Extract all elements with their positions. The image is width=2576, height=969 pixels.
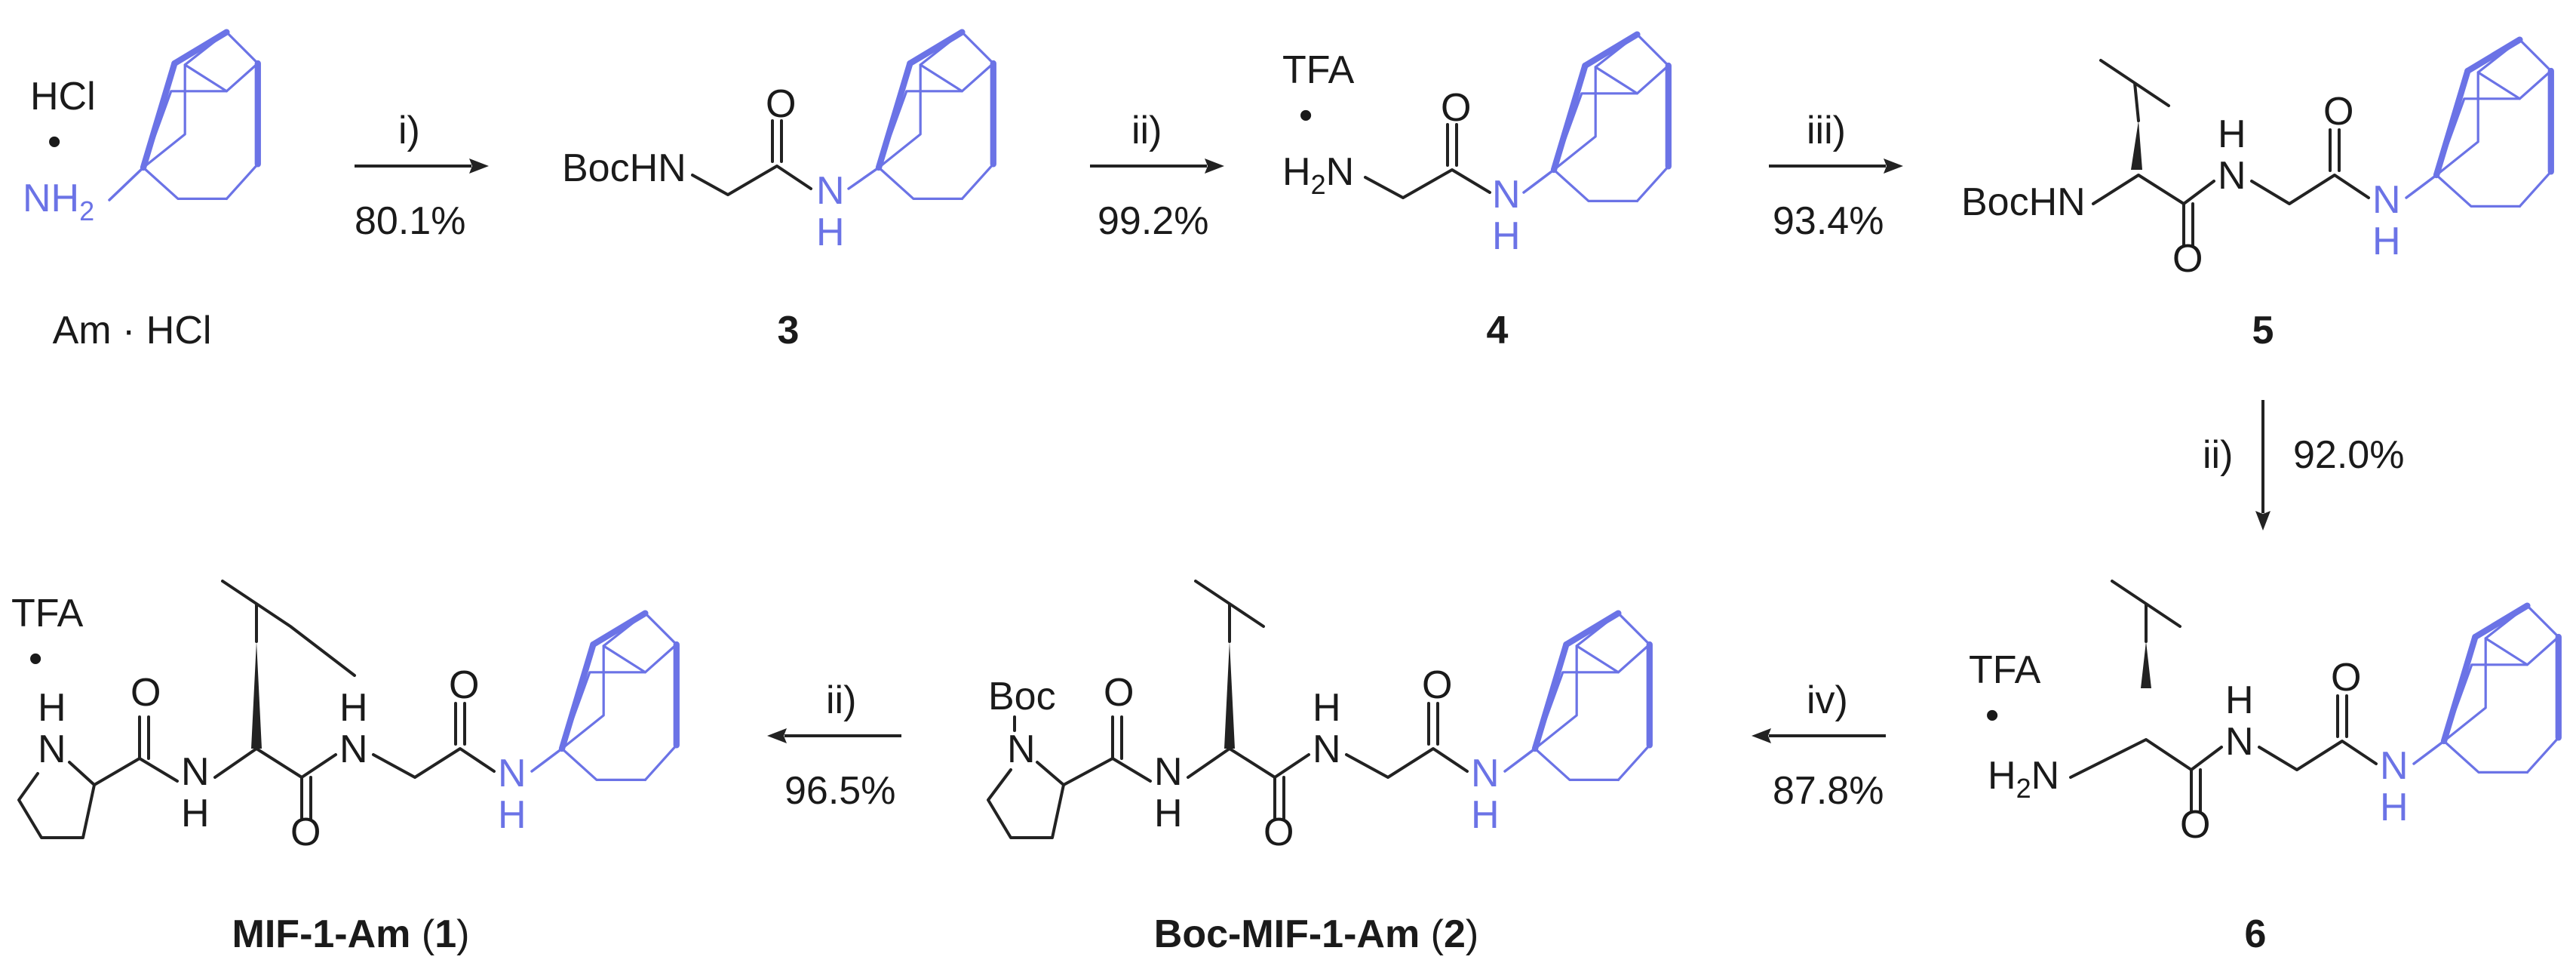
amide-h: H bbox=[1492, 214, 1521, 258]
reaction-arrow-1: i) 80.1% bbox=[355, 109, 489, 243]
compound-label-am-hcl: Am · HCl bbox=[53, 309, 212, 352]
tfa-label: TFA bbox=[1282, 48, 1355, 92]
salt-dot: • bbox=[48, 120, 61, 164]
amide-n-3: N bbox=[1471, 752, 1500, 795]
amide-n: N bbox=[1492, 173, 1521, 217]
carbonyl-o: O bbox=[1441, 86, 1471, 130]
reagent-step-4: ii) bbox=[2203, 433, 2233, 477]
amide-n-2: N bbox=[2372, 178, 2401, 222]
compound-label-4: 4 bbox=[1487, 309, 1509, 352]
amide-n-1: N bbox=[181, 750, 210, 794]
amide-h-1: H bbox=[2218, 112, 2246, 156]
amide-h-1: H bbox=[1154, 792, 1183, 835]
carbonyl-o-1: O bbox=[1104, 671, 1134, 715]
h2n-label: H2N bbox=[1988, 754, 2059, 804]
reagent-step-6: ii) bbox=[826, 678, 856, 722]
pyrrolidine-n: N bbox=[1007, 728, 1036, 771]
hcl-label: HCl bbox=[30, 75, 96, 118]
amide-n-1: N bbox=[2218, 154, 2246, 198]
boc-label: Boc bbox=[988, 675, 1056, 718]
carbonyl-o-2: O bbox=[2331, 656, 2361, 700]
reagent-step-3: iii) bbox=[1807, 109, 1846, 152]
carbonyl-o-1: O bbox=[2180, 803, 2210, 847]
carbonyl-o-2: O bbox=[290, 811, 321, 854]
compound-label-5: 5 bbox=[2252, 309, 2274, 352]
compound-4: TFA • H2N O N H 4 bbox=[1282, 35, 1669, 352]
tfa-label: TFA bbox=[11, 592, 84, 635]
h2n-label: H2N bbox=[1282, 150, 1354, 200]
compound-am-hcl: HCl • NH2 Am · HCl bbox=[23, 32, 258, 352]
reaction-arrow-2: ii) 99.2% bbox=[1090, 109, 1224, 243]
amide-n-1: N bbox=[2225, 720, 2254, 764]
carbonyl-o-1: O bbox=[130, 671, 161, 715]
yield-step-5: 87.8% bbox=[1773, 769, 1884, 813]
yield-step-2: 99.2% bbox=[1098, 199, 1208, 243]
amide-h-2: H bbox=[339, 686, 368, 730]
reaction-arrow-4: ii) 92.0% bbox=[2203, 400, 2404, 531]
reagent-step-1: i) bbox=[398, 109, 420, 152]
amine-label: NH2 bbox=[23, 177, 94, 226]
amide-h-3: H bbox=[498, 793, 527, 837]
amide-h-2: H bbox=[2372, 220, 2401, 263]
compound-label-3: 3 bbox=[778, 309, 800, 352]
amide-h-1: H bbox=[181, 792, 210, 835]
amide-h-1: H bbox=[2225, 678, 2254, 722]
reagent-step-5: iv) bbox=[1807, 678, 1848, 722]
compound-label-2: Boc-MIF-1-Am (2) bbox=[1154, 912, 1478, 956]
yield-step-6: 96.5% bbox=[784, 769, 895, 813]
bochn-label: BocHN bbox=[562, 146, 686, 190]
compound-label-6: 6 bbox=[2245, 912, 2267, 956]
salt-dot: • bbox=[1985, 694, 1999, 737]
compound-label-1: MIF-1-Am (1) bbox=[232, 912, 470, 956]
pyrrolidine-h: H bbox=[38, 686, 66, 730]
salt-dot: • bbox=[1299, 94, 1313, 137]
yield-step-3: 93.4% bbox=[1773, 199, 1884, 243]
carbonyl-o-3: O bbox=[1422, 663, 1452, 707]
amide-n: N bbox=[816, 169, 845, 213]
reaction-arrow-5: iv) 87.8% bbox=[1752, 678, 1886, 813]
amide-n-2: N bbox=[2380, 744, 2409, 788]
carbonyl-o: O bbox=[766, 82, 796, 126]
compound-5: BocHN O H N O N H 5 bbox=[1961, 40, 2551, 352]
carbonyl-o-1: O bbox=[2172, 237, 2203, 281]
amide-n-2: N bbox=[1313, 728, 1341, 771]
reagent-step-2: ii) bbox=[1131, 109, 1162, 152]
amide-n-1: N bbox=[1154, 750, 1183, 794]
carbonyl-o-2: O bbox=[1263, 811, 1294, 854]
compound-3: BocHN O N H 3 bbox=[562, 32, 993, 352]
amide-h-2: H bbox=[1313, 686, 1341, 730]
adamantyl-cage bbox=[143, 32, 258, 199]
compound-1: TFA • H N O N H O H N O N H MIF-1-Am (1) bbox=[11, 580, 677, 956]
salt-dot: • bbox=[29, 637, 42, 681]
amide-n-3: N bbox=[498, 752, 527, 795]
amide-h-2: H bbox=[2380, 786, 2409, 829]
carbonyl-o-3: O bbox=[449, 663, 479, 707]
reaction-arrow-6: ii) 96.5% bbox=[767, 678, 901, 813]
compound-2: Boc N O N H O H N O N H Boc-MIF-1-Am (2) bbox=[987, 580, 1650, 956]
amide-h: H bbox=[816, 211, 845, 254]
tfa-label: TFA bbox=[1969, 648, 2041, 692]
amide-n-2: N bbox=[339, 728, 368, 771]
amide-h-3: H bbox=[1471, 793, 1500, 837]
carbonyl-o-2: O bbox=[2323, 90, 2353, 134]
reaction-arrow-3: iii) 93.4% bbox=[1769, 109, 1903, 243]
compound-6: TFA • H2N O H N O N H 6 bbox=[1969, 580, 2559, 956]
bochn-label: BocHN bbox=[1961, 180, 2086, 224]
pyrrolidine-n: N bbox=[38, 728, 66, 771]
yield-step-1: 80.1% bbox=[355, 199, 465, 243]
yield-step-4: 92.0% bbox=[2293, 433, 2404, 477]
